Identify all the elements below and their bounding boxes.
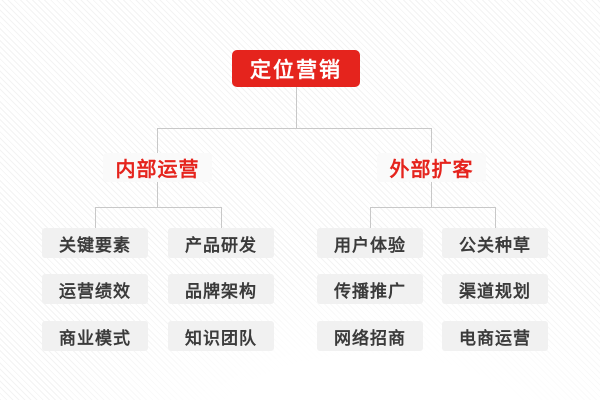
root-node-positioning-marketing: 定位营销 <box>232 50 360 87</box>
leaf-node-user-experience: 用户体验 <box>317 228 423 258</box>
leaf-node-product-rd: 产品研发 <box>168 228 274 258</box>
right-leaf-rail-line <box>370 207 496 228</box>
leaf-node-knowledge-team: 知识团队 <box>168 321 274 351</box>
leaf-node-pr-seeding: 公关种草 <box>442 228 548 258</box>
leaf-node-promotion-spread: 传播推广 <box>317 274 423 304</box>
leaf-node-online-investment: 网络招商 <box>317 321 423 351</box>
leaf-node-channel-planning: 渠道规划 <box>442 274 548 304</box>
branch-node-external-expansion: 外部扩客 <box>377 153 486 182</box>
leaf-node-key-factors: 关键要素 <box>42 228 148 258</box>
leaf-node-brand-architecture: 品牌架构 <box>168 274 274 304</box>
leaf-node-operation-performance: 运营绩效 <box>42 274 148 304</box>
branch-node-internal-operations: 内部运营 <box>103 153 212 182</box>
left-leaf-rail-line <box>95 207 222 228</box>
leaf-node-business-model: 商业模式 <box>42 321 148 351</box>
branch-rail-line <box>157 128 432 153</box>
leaf-node-ecommerce-operation: 电商运营 <box>442 321 548 351</box>
